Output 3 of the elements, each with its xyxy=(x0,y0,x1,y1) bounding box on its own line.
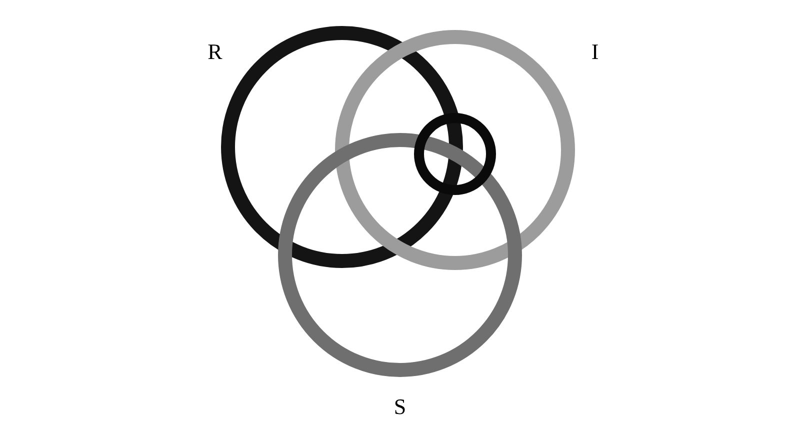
ring-label: S xyxy=(394,396,406,418)
ring-label: R xyxy=(208,41,222,63)
ring-label: I xyxy=(591,41,599,63)
